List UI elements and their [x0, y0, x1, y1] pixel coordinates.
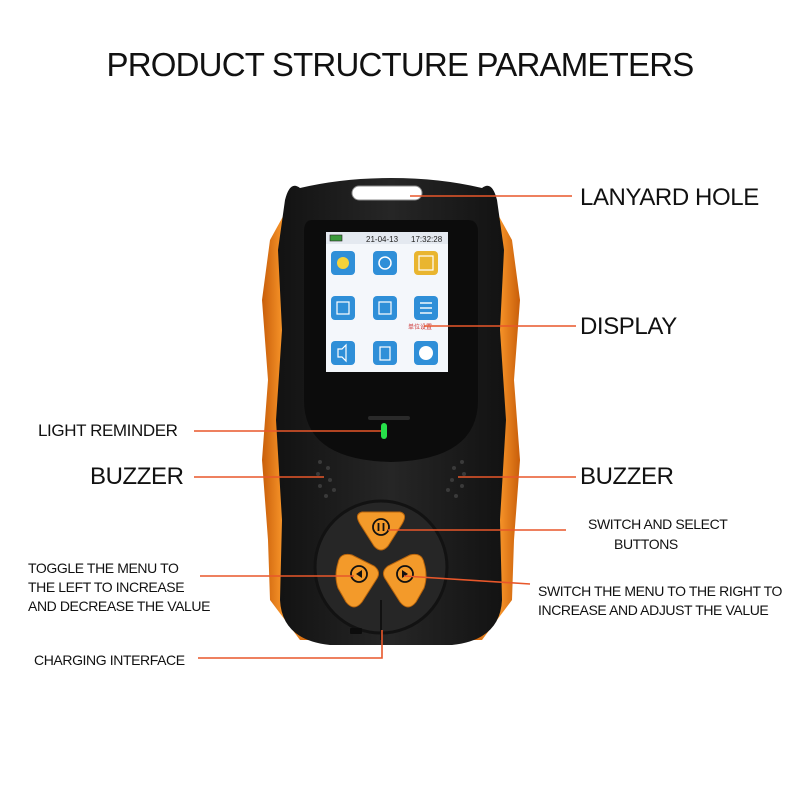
label-light-reminder: LIGHT REMINDER [38, 421, 178, 440]
buzzer-left-grille [316, 460, 336, 498]
label-display: DISPLAY [580, 313, 677, 340]
buzzer-right-grille [446, 460, 466, 498]
status-bar [326, 232, 448, 244]
label-toggle-left-line2: THE LEFT TO INCREASE [28, 579, 185, 595]
info-icon [373, 341, 397, 365]
sensor-slot [368, 416, 410, 420]
speaker-icon [331, 341, 355, 365]
label-switch-right-line1: SWITCH THE MENU TO THE RIGHT TO [538, 583, 783, 599]
label-lanyard-hole: LANYARD HOLE [580, 184, 759, 211]
right-button[interactable] [382, 553, 427, 608]
screen-caption: 单位设置 [408, 323, 432, 331]
led-light [381, 423, 387, 439]
label-buzzer-left: BUZZER [90, 463, 184, 490]
lanyard-hole [351, 185, 423, 201]
charging-port [350, 628, 362, 634]
screen-time: 17:32:28 [411, 235, 443, 244]
callout-lines [194, 195, 576, 659]
screen-date: 21-04-13 [366, 235, 399, 244]
label-switch-select-line2: BUTTONS [614, 536, 678, 552]
label-toggle-left-line1: TOGGLE THE MENU TO [28, 560, 179, 576]
page-title: PRODUCT STRUCTURE PARAMETERS [106, 46, 695, 83]
gauge-icon [373, 251, 397, 275]
label-charging-interface: CHARGING INTERFACE [34, 652, 185, 668]
label-switch-select-line1: SWITCH AND SELECT [588, 516, 728, 532]
callout-charging [198, 630, 383, 659]
label-toggle-left-line3: AND DECREASE THE VALUE [28, 598, 211, 614]
label-switch-right-line2: INCREASE AND ADJUST THE VALUE [538, 602, 769, 618]
callout-right-button [403, 575, 531, 585]
switch-select-button[interactable] [356, 511, 406, 551]
battery-icon [329, 234, 343, 242]
record-icon [331, 296, 355, 320]
left-button[interactable] [335, 553, 380, 608]
app-grid: 单位设置 [331, 251, 438, 365]
label-buzzer-right: BUZZER [580, 463, 674, 490]
grid-icon [414, 251, 438, 275]
settings-icon [373, 296, 397, 320]
